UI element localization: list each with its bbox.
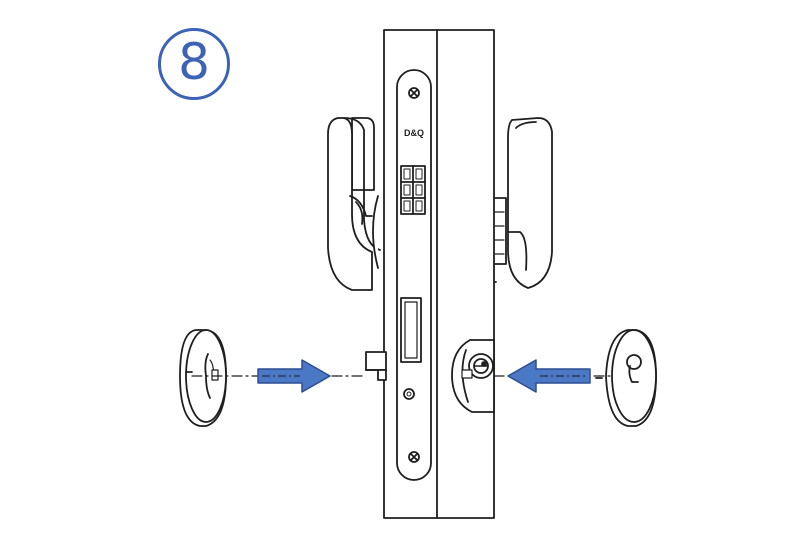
step-number-badge: 8 [158,28,230,100]
right-escutcheon-ring [595,329,657,427]
cylinder-hole [403,388,415,400]
cylinder-spindle [365,351,387,381]
left-escutcheon-ring [179,329,227,427]
deadbolt-slot [400,297,422,363]
brand-mark: D&Q [404,128,424,138]
insert-arrow-right [507,359,591,393]
step-number: 8 [178,33,210,91]
left-rosette-on-door [372,195,379,269]
insert-arrow-left [257,359,331,393]
step-number-ring [158,28,230,100]
right-cylinder-collar [451,339,495,413]
latch-bolt [400,165,426,215]
left-lever-handle [327,117,381,291]
